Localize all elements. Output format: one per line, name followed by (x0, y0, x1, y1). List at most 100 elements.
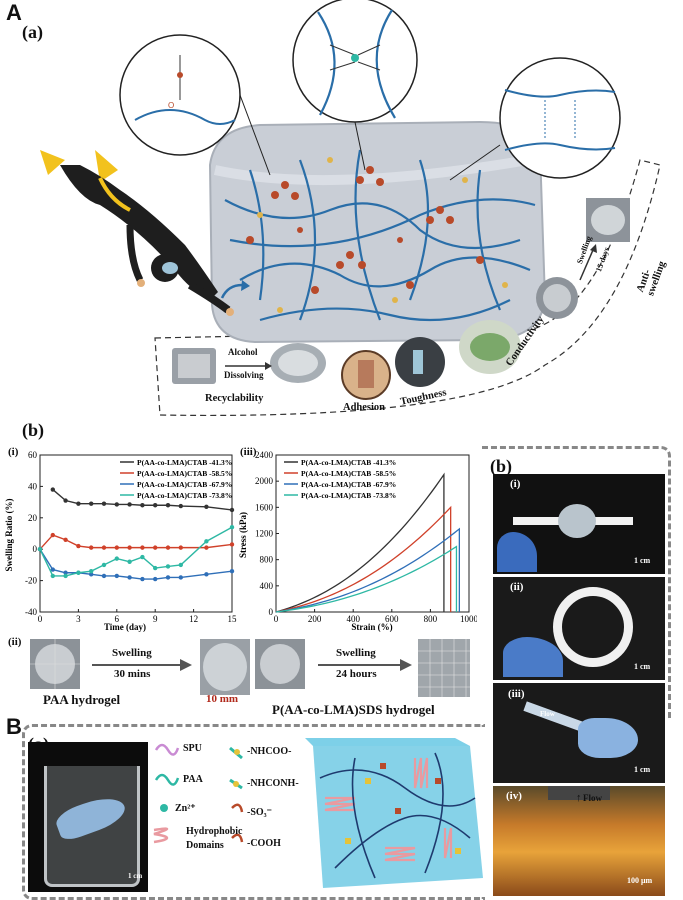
feature-band-outline (154, 159, 661, 416)
panel-a-schematic: O (40, 0, 661, 416)
stress-xtick-label: 1000 (460, 614, 477, 624)
swelling-data-point (127, 575, 132, 580)
swelling-data-point (178, 575, 183, 580)
swelling-data-point (101, 545, 107, 550)
stress-xtick-label: 400 (346, 614, 360, 624)
legend-zn: Zn²⁺ (175, 803, 196, 814)
legend-so3: -SO₃⁻ (247, 807, 272, 818)
swelling-data-point (50, 532, 55, 538)
swelling-data-point (140, 576, 145, 582)
swelling-data-point (165, 575, 171, 580)
swelling-data-point (101, 573, 107, 579)
row-ii-time-1: 30 mins (114, 668, 151, 680)
stress-xlabel: Strain (%) (351, 622, 392, 632)
label-dissolving: Dissolving (224, 370, 264, 380)
swelling-data-point (76, 543, 81, 549)
right-panel-b-frame (482, 446, 671, 719)
swelling-data-point (153, 576, 158, 582)
swelling-data-point (76, 501, 81, 506)
zoom-circle-right (449, 57, 621, 181)
swelling-data-point (114, 573, 120, 579)
swelling-data-point (229, 525, 235, 530)
legend-hydrophobic-1: Hydrophobic (186, 826, 243, 837)
diver-illustration (40, 150, 234, 316)
row-ii-time-2: 24 hours (336, 668, 377, 680)
legend-paa: PAA (183, 774, 203, 785)
legend-nhconh: -NHCONH- (247, 778, 299, 789)
swelling-data-point (114, 502, 120, 507)
panel-b-letter: B (6, 714, 22, 739)
row-ii-sds-label: P(AA-co-LMA)SDS hydrogel (272, 702, 435, 717)
panel-b-legend-icons (153, 743, 244, 844)
swelling-series-line (39, 534, 233, 550)
right-photo-iii-scale: 1 cm (634, 765, 651, 774)
swelling-ytick-label: 0 (33, 544, 38, 554)
swelling-data-point (165, 564, 171, 569)
row-ii-swelling-1: Swelling (112, 647, 152, 659)
right-photo-i-scale: 1 cm (634, 556, 651, 565)
swelling-data-point (63, 573, 68, 579)
swelling-data-point (178, 503, 183, 509)
right-b-sub-letter: (b) (490, 456, 512, 476)
swelling-ytick-label: 40 (28, 481, 38, 491)
stress-legend-label: P(AA-co-LMA)CTAB -67.9% (301, 480, 396, 489)
swelling-data-point (50, 573, 55, 579)
swelling-data-point (153, 565, 158, 571)
right-photo-iv-scale: 100 μm (627, 876, 653, 885)
swelling-data-point (165, 545, 171, 550)
zoom-circle-middle (292, 0, 418, 171)
swelling-data-point (204, 572, 209, 577)
swelling-legend-label: P(AA-co-LMA)CTAB -67.9% (137, 480, 232, 489)
swelling-data-point (114, 556, 120, 561)
zoom-circle-left: O (119, 34, 271, 176)
polymer-chains (224, 149, 536, 322)
swelling-data-point (140, 554, 145, 560)
swelling-data-point (63, 537, 68, 542)
right-photo-iv-flow: Flow (583, 793, 602, 803)
legend-nhcoo: -NHCOO- (247, 746, 292, 757)
swelling-xlabel: Time (day) (104, 622, 146, 632)
stress-ytick-label: 400 (260, 581, 274, 591)
swelling-data-point (76, 570, 81, 575)
swelling-data-point (63, 570, 68, 575)
swelling-data-point (140, 545, 145, 550)
legend-hydrophobic-2: Domains (186, 840, 224, 851)
swelling-data-point (204, 539, 209, 544)
beaker-photo (28, 742, 148, 892)
swelling-data-point (178, 545, 183, 550)
panel-b-network-cube (305, 738, 483, 888)
swelling-data-point (165, 503, 171, 508)
stress-ytick-label: 800 (260, 555, 274, 565)
chart-iii-roman: (iii) (240, 446, 257, 458)
stress-legend-label: P(AA-co-LMA)CTAB -73.8% (301, 491, 396, 500)
swelling-data-point (50, 567, 55, 572)
row-ii-scale: 10 mm (206, 693, 239, 705)
right-photo-iii-roman: (iii) (508, 688, 525, 700)
swelling-ytick-label: 20 (28, 513, 38, 523)
swelling-ylabel: Swelling Ratio (%) (4, 498, 14, 571)
right-photo-iv-roman: (iv) (506, 790, 522, 802)
swelling-data-point (89, 572, 94, 577)
swelling-data-point (140, 503, 145, 508)
right-photo-i-roman: (i) (510, 478, 521, 490)
swelling-ytick-label: -20 (25, 576, 37, 586)
swelling-ytick-label: 60 (28, 450, 38, 460)
row-ii-swelling-2: Swelling (336, 647, 376, 659)
swelling-xtick-label: 12 (189, 614, 198, 624)
swelling-data-point (89, 501, 94, 506)
swelling-data-point (37, 547, 43, 552)
stress-xtick-label: 0 (274, 614, 279, 624)
swelling-data-point (204, 504, 209, 510)
stress-ytick-label: 0 (269, 607, 274, 617)
swelling-data-point (89, 568, 94, 574)
swelling-xtick-label: 9 (153, 614, 158, 624)
ions (257, 157, 508, 313)
stress-ytick-label: 1600 (255, 502, 274, 512)
right-photo-iii (493, 683, 665, 783)
swelling-data-point (114, 545, 120, 550)
stress-ytick-label: 1200 (255, 529, 274, 539)
swelling-data-point (229, 542, 235, 547)
swelling-legend-label: P(AA-co-LMA)CTAB -73.8% (137, 491, 232, 500)
swelling-series-line (39, 526, 233, 577)
swelling-data-point (101, 501, 107, 506)
